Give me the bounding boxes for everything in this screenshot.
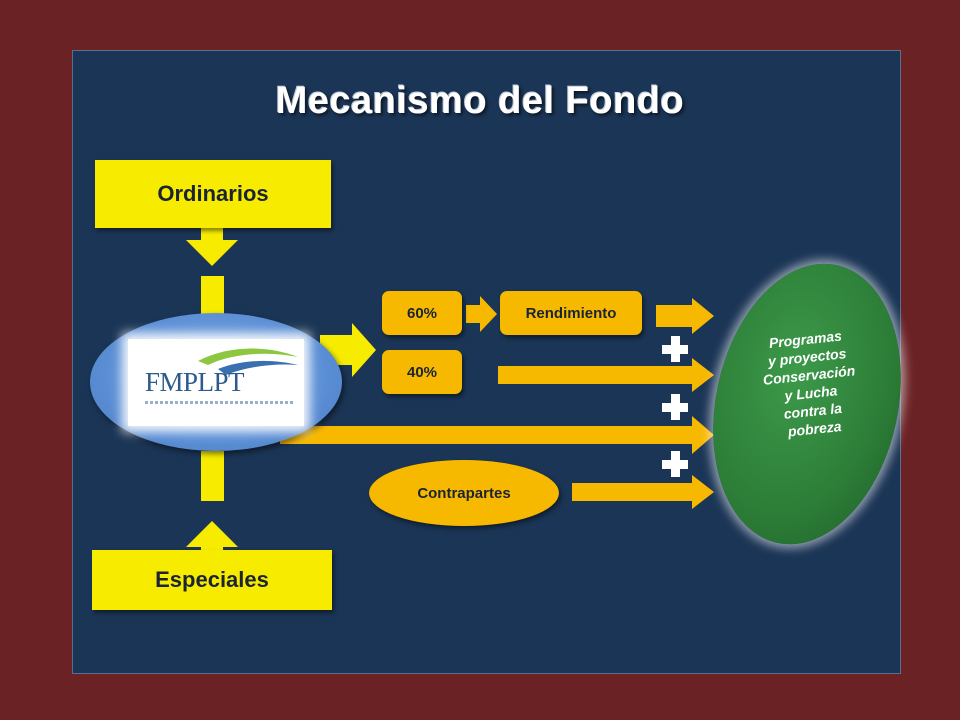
split-40-box: 40%	[382, 350, 462, 394]
rendimiento-box: Rendimiento	[500, 291, 642, 335]
arrow-especiales-up	[186, 521, 238, 553]
stem-top	[201, 276, 224, 314]
plus-icon	[660, 334, 690, 364]
fund-logo: FMPLPT	[128, 339, 304, 426]
plus-icon	[660, 392, 690, 422]
arrow-contrapartes-to-target	[572, 475, 714, 509]
arrow-ordinarios-down	[186, 228, 238, 266]
arrow-rendimiento-to-target	[656, 298, 714, 334]
contrapartes-oval: Contrapartes	[369, 460, 559, 526]
split-60-box: 60%	[382, 291, 462, 335]
especiales-box: Especiales	[92, 550, 332, 610]
plus-icon	[660, 449, 690, 479]
arrow-40-to-target	[498, 358, 714, 392]
arrow-direct-to-target	[280, 416, 714, 454]
arrow-60-to-rendimiento	[466, 296, 497, 332]
logo-wordmark: FMPLPT	[145, 367, 245, 397]
leaf-swoosh-icon	[198, 348, 298, 375]
stem-bottom	[201, 451, 224, 501]
slide-title: Mecanismo del Fondo	[275, 80, 685, 122]
target-label: Programas y proyectos Conservación y Luc…	[735, 323, 886, 445]
logo-tagline-graphic	[145, 401, 295, 404]
ordinarios-box: Ordinarios	[95, 160, 331, 228]
